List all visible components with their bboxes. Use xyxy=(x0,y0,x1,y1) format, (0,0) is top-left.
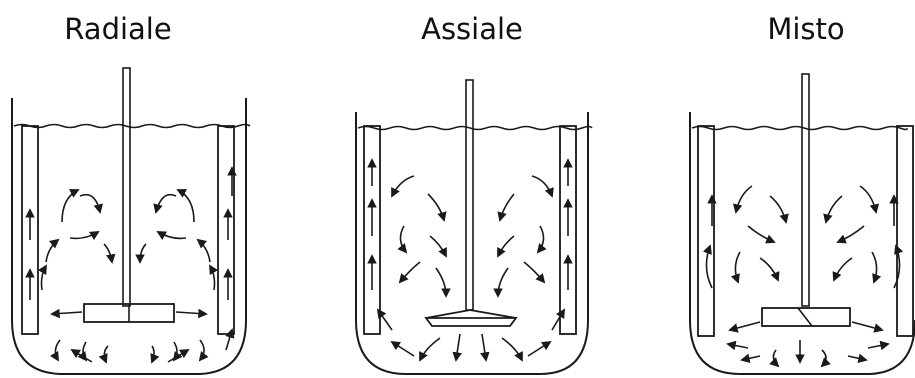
baffle-right xyxy=(218,126,234,334)
baffle-right xyxy=(897,126,913,336)
shaft xyxy=(466,80,473,310)
flow-arrows-axial xyxy=(372,160,568,360)
flow-arrows-radial xyxy=(30,168,232,362)
shaft xyxy=(802,74,809,306)
liquid-surface xyxy=(358,127,592,130)
liquid-surface xyxy=(692,127,907,130)
baffle-left xyxy=(698,126,714,336)
shaft xyxy=(123,68,130,306)
liquid-surface xyxy=(14,125,250,128)
tank-wall xyxy=(356,112,588,374)
impeller-axial xyxy=(426,310,516,326)
tank-radial xyxy=(12,68,250,374)
flow-arrows-mixed xyxy=(706,186,899,366)
tank-wall xyxy=(12,98,246,374)
